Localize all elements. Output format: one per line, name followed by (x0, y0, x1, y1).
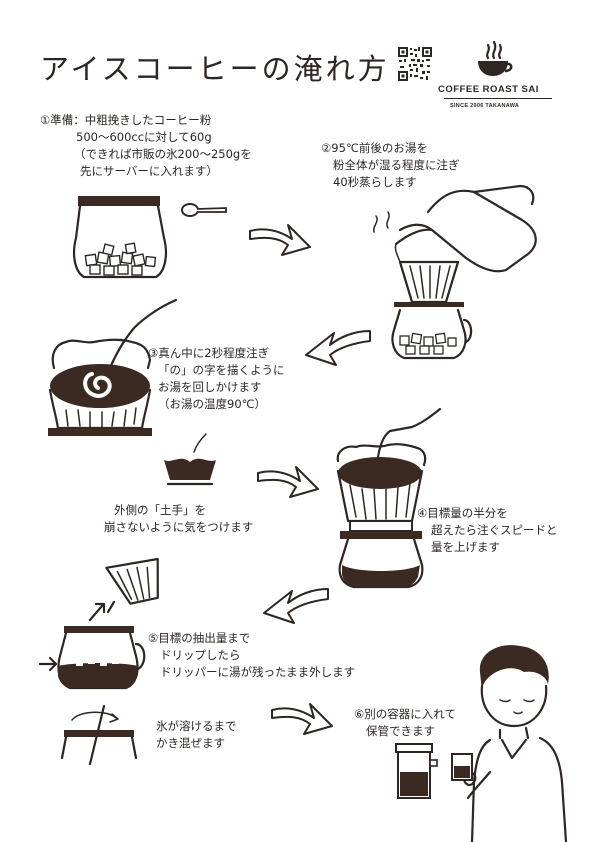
dripper-removed-illustration (105, 557, 159, 614)
coffee-bed-diagram (164, 433, 216, 486)
server-filled-illustration (38, 626, 146, 690)
stirring-illustration (60, 704, 138, 766)
dripper-pour-illustration (48, 298, 178, 436)
step-2-text: ②95℃前後のお湯を 粉全体が湿る程度に注ぎ 40秒蒸らします (321, 141, 460, 189)
page-title: アイスコーヒーの淹れ方 (40, 52, 390, 86)
kettle-pouring-illustration (372, 184, 537, 360)
storage-container-illustration (395, 743, 438, 799)
person-with-glass-illustration (451, 645, 568, 842)
arrow-2-icon (305, 330, 371, 366)
step-3b-text: 外側の「土手」を 崩さないように気をつけます (104, 503, 254, 534)
arrow-5-icon (271, 703, 333, 735)
step-6-text: ⑥別の容器に入れて 保管できます (354, 707, 456, 738)
qr-code-icon (398, 47, 432, 81)
stir-text: 氷が溶けるまで かき混ぜます (156, 719, 237, 750)
brand-tagline: SINCE 2006 TAKANAWA (450, 103, 520, 109)
arrow-4-icon (263, 588, 329, 624)
steaming-cup-icon (478, 40, 513, 76)
up-arrow-icon (88, 602, 106, 622)
arrow-3-icon (257, 466, 319, 498)
step-5-text: ⑤目標の抽出量まで ドリップしたら ドリッパーに湯が残ったまま外します (148, 631, 356, 679)
measuring-scoop-icon (181, 203, 227, 217)
arrow-1-icon (249, 224, 311, 256)
dripper-server-illustration (336, 407, 442, 589)
server-with-ice-illustration (73, 196, 167, 279)
step-3-text: ③真ん中に2秒程度注ぎ 「の」の字を描くように お湯を回しかけます （お湯の温度… (148, 346, 285, 411)
step-4-text: ④目標量の半分を 超えたら注ぐスピードと 量を上げます (417, 506, 558, 554)
brand-name: COFFEE ROAST SAI (438, 84, 539, 95)
step-1-text: ①準備：中粗挽きしたコーヒー粉 500〜600ccに対して60g （できれば市販… (40, 113, 252, 178)
